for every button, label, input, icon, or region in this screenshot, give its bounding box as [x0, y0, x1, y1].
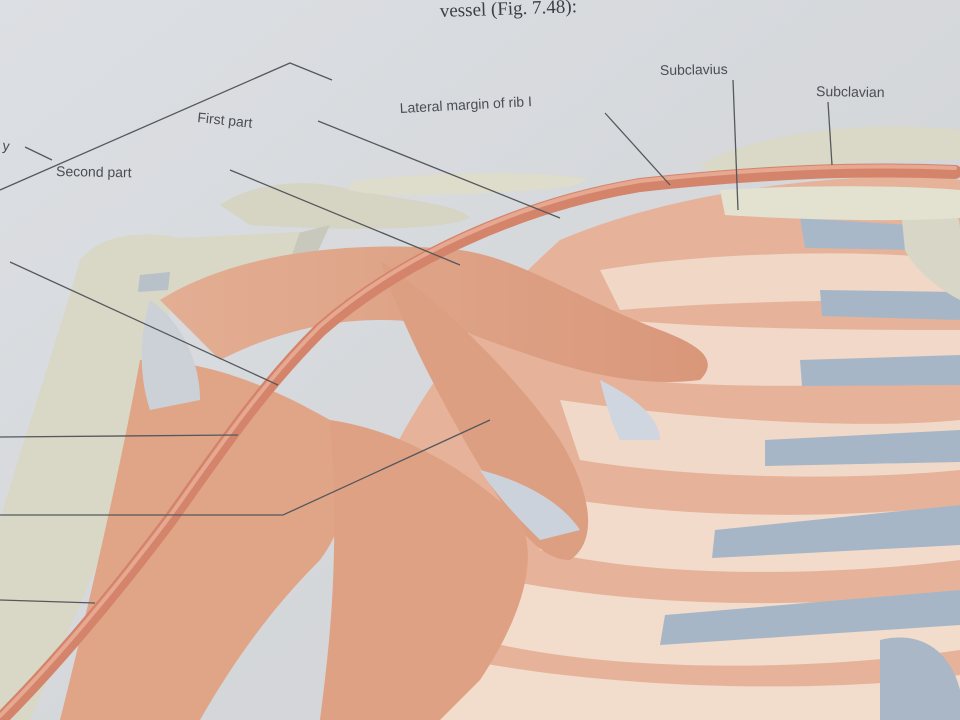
leader-lines [0, 62, 833, 604]
label-first-part: First part [197, 109, 254, 131]
label-subclavius: Subclavius [660, 61, 728, 78]
label-lateral-margin-rib: Lateral margin of rib I [399, 93, 532, 116]
sternum [900, 196, 960, 300]
artery-highlight [0, 164, 957, 718]
axillary-artery [0, 163, 960, 720]
costal-cartilages [660, 218, 960, 720]
muscles [60, 246, 708, 720]
label-subclavian: Subclavian [816, 83, 885, 100]
label-left-edge: y [2, 137, 11, 154]
book-text-line: vessel (Fig. 7.48): [439, 0, 577, 22]
label-second-part: Second part [56, 163, 132, 180]
